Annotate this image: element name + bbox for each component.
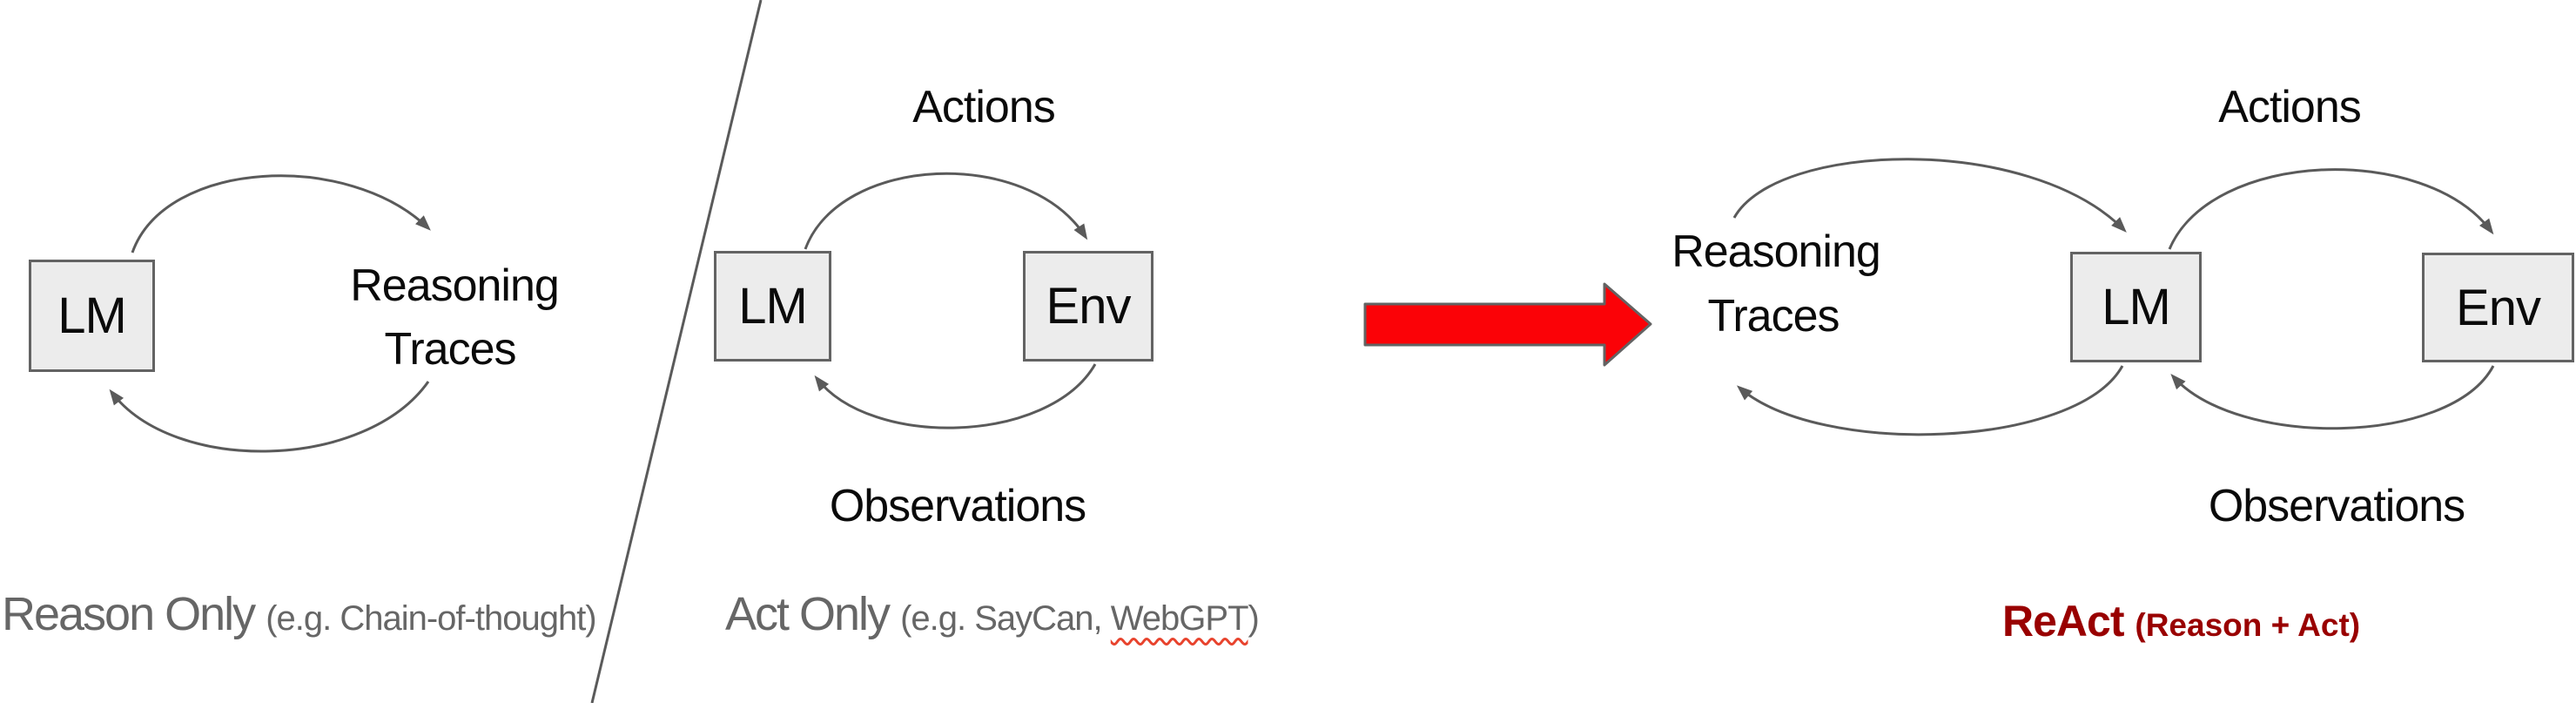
act-only-env-box: Env: [1023, 251, 1153, 362]
act-only-caption: Act Only (e.g. SayCan, WebGPT): [725, 588, 1260, 640]
react-act-loop-top-arrow: [2168, 168, 2494, 250]
env-box-label: Env: [2456, 279, 2541, 336]
act-only-caption-webgpt-misspelled: WebGPT: [1110, 599, 1249, 638]
act-only-caption-note-suffix: ): [1248, 599, 1260, 638]
reason-only-caption-title: Reason Only: [2, 588, 256, 640]
react-env-box: Env: [2422, 253, 2574, 362]
left-loop-top-arrow: [131, 174, 431, 253]
lm-box-label: LM: [2102, 279, 2171, 335]
react-caption-note: (Reason + Act): [2135, 607, 2361, 643]
react-reason-loop-top-arrow: [1732, 158, 2127, 233]
red-transform-arrow: [1363, 282, 1652, 367]
reason-only-lm-box: LM: [29, 260, 155, 372]
act-only-caption-note-prefix: (e.g. SayCan,: [900, 599, 1111, 638]
react-reasoning-label-line1: Reasoning: [1671, 226, 1881, 277]
divider-line: [590, 0, 763, 703]
act-only-actions-label: Actions: [912, 82, 1056, 132]
reasoning-traces-label-line1: Reasoning: [350, 260, 560, 311]
react-actions-label: Actions: [2218, 82, 2362, 132]
reason-only-caption: Reason Only (e.g. Chain-of-thought): [2, 588, 597, 640]
react-reasoning-label-line2: Traces: [1707, 291, 1840, 341]
react-caption-title: ReAct: [2002, 597, 2124, 646]
react-lm-box: LM: [2070, 252, 2202, 362]
react-caption: ReAct (Reason + Act): [2002, 599, 2360, 643]
middle-loop-top-arrow: [804, 172, 1088, 250]
react-act-loop-bottom-arrow: [2170, 365, 2495, 430]
reasoning-traces-label-line2: Traces: [384, 324, 517, 375]
react-reason-loop-bottom-arrow: [1736, 365, 2124, 436]
act-only-caption-title: Act Only: [725, 588, 891, 640]
lm-box-label: LM: [738, 278, 808, 335]
middle-loop-bottom-arrow: [814, 363, 1097, 429]
left-loop-bottom-arrow: [109, 381, 430, 453]
env-box-label: Env: [1046, 278, 1132, 335]
act-only-lm-box: LM: [714, 251, 831, 362]
lm-box-label: LM: [57, 287, 127, 344]
act-only-observations-label: Observations: [829, 481, 1086, 531]
react-observations-label: Observations: [2208, 481, 2465, 531]
reason-only-caption-note: (e.g. Chain-of-thought): [266, 599, 596, 638]
